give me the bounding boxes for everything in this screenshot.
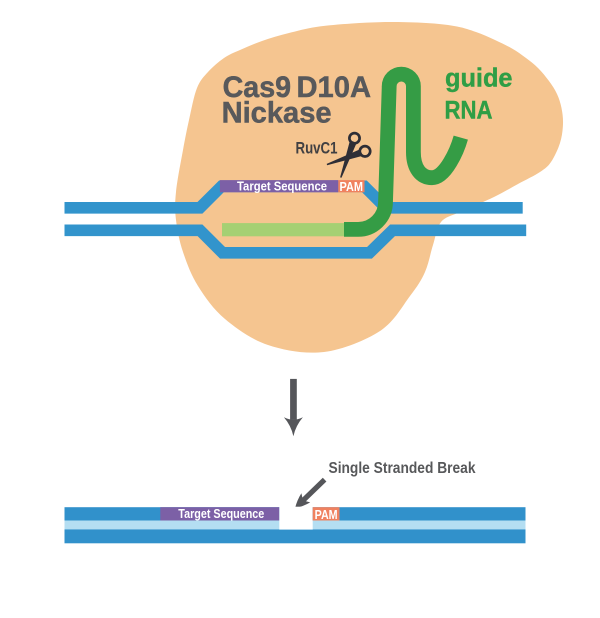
svg-text:Target Sequence: Target Sequence xyxy=(237,180,327,194)
svg-text:D10A: D10A xyxy=(297,71,372,104)
svg-text:Nickase: Nickase xyxy=(222,97,332,130)
svg-text:RNA: RNA xyxy=(445,96,493,124)
svg-text:Cas9: Cas9 xyxy=(223,71,292,104)
svg-text:guide: guide xyxy=(445,63,513,93)
svg-text:Target Sequence: Target Sequence xyxy=(178,507,264,521)
svg-text:Single Stranded Break: Single Stranded Break xyxy=(329,460,476,477)
svg-text:PAM: PAM xyxy=(340,179,364,194)
svg-text:PAM: PAM xyxy=(315,507,338,522)
svg-text:RuvC1: RuvC1 xyxy=(296,140,338,158)
